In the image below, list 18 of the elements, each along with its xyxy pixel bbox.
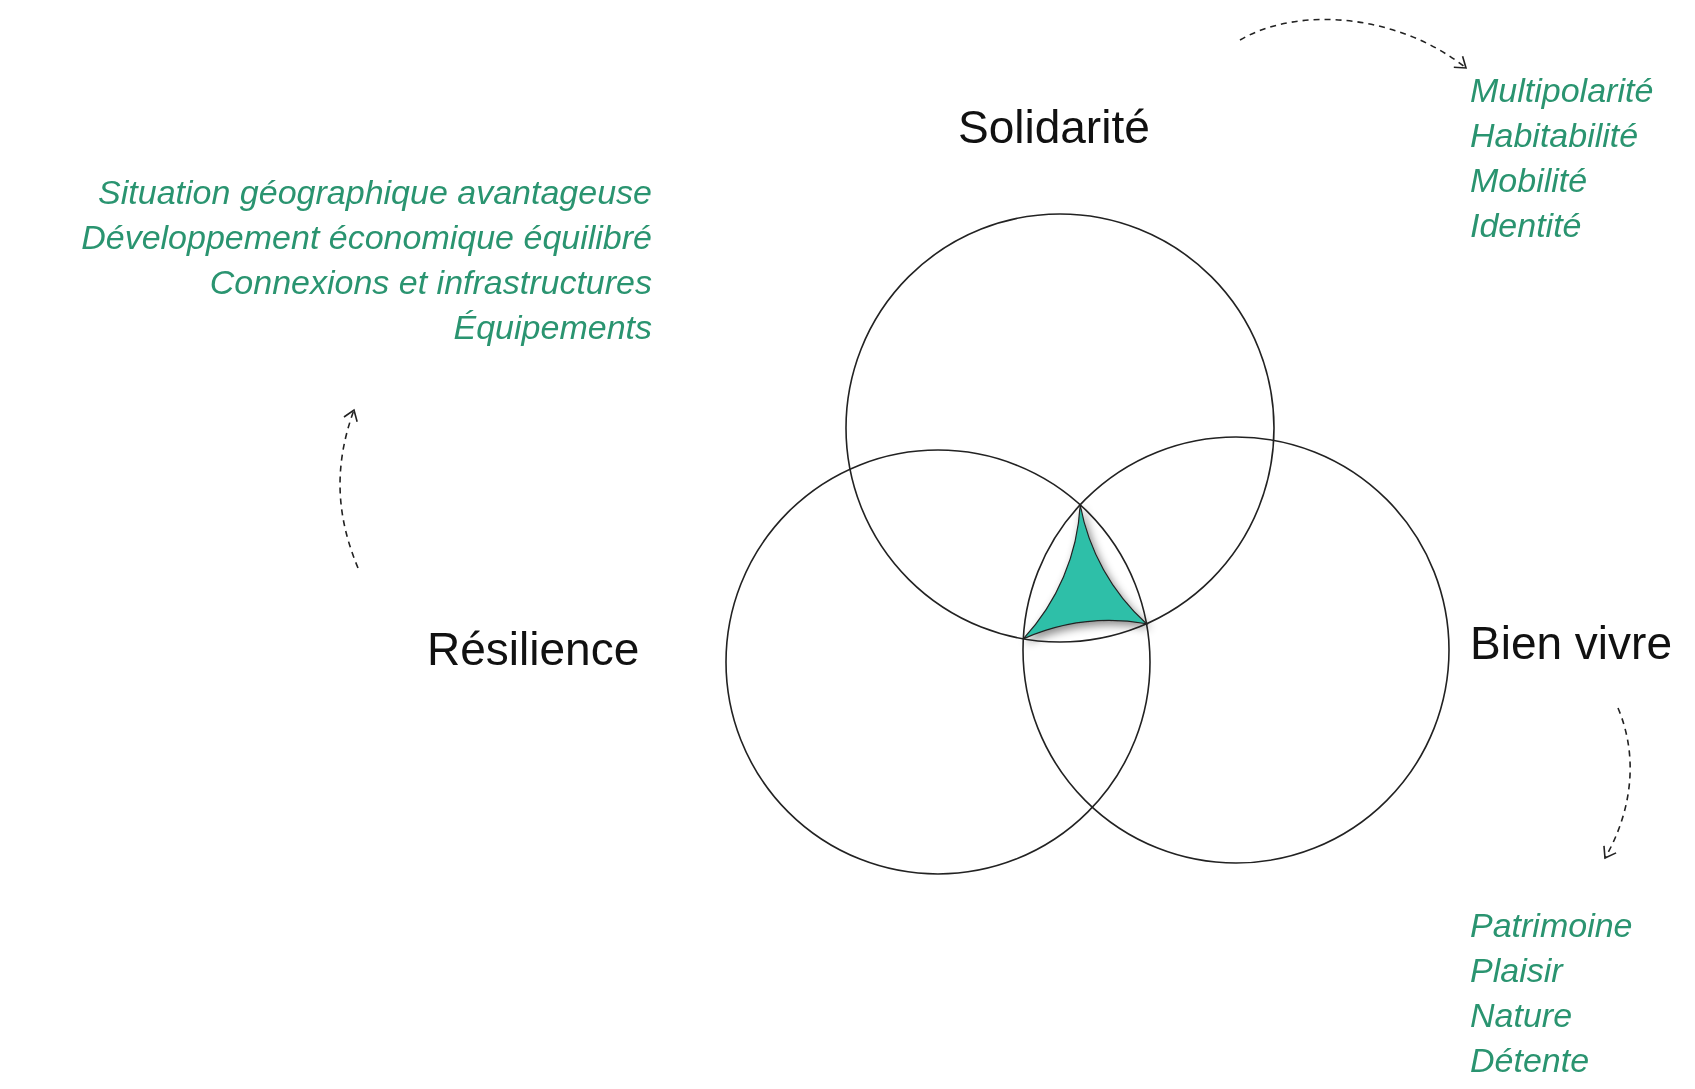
circle-label: Solidarité: [958, 104, 1150, 150]
circle-label: Résilience: [427, 626, 640, 672]
list-item: Situation géographique avantageuse: [97, 172, 652, 213]
dashed-arrow: [1602, 707, 1631, 859]
list-item: Équipements: [452, 307, 652, 348]
list-item: Multipolarité: [1470, 70, 1655, 111]
circle-label: Bien vivre: [1470, 620, 1672, 666]
list-item: Détente: [1470, 1040, 1591, 1081]
list-item: Habitabilité: [1470, 115, 1640, 156]
list-item: Connexions et infrastructures: [208, 262, 652, 303]
dashed-arrow: [1239, 18, 1467, 69]
list-item: Nature: [1470, 995, 1574, 1036]
list-item: Plaisir: [1470, 950, 1565, 991]
list-item: Patrimoine: [1470, 905, 1634, 946]
list-item: Identité: [1470, 205, 1583, 246]
dashed-arrow: [339, 409, 359, 569]
list-item: Mobilité: [1470, 160, 1589, 201]
list-item: Développement économique équilibré: [80, 217, 652, 258]
